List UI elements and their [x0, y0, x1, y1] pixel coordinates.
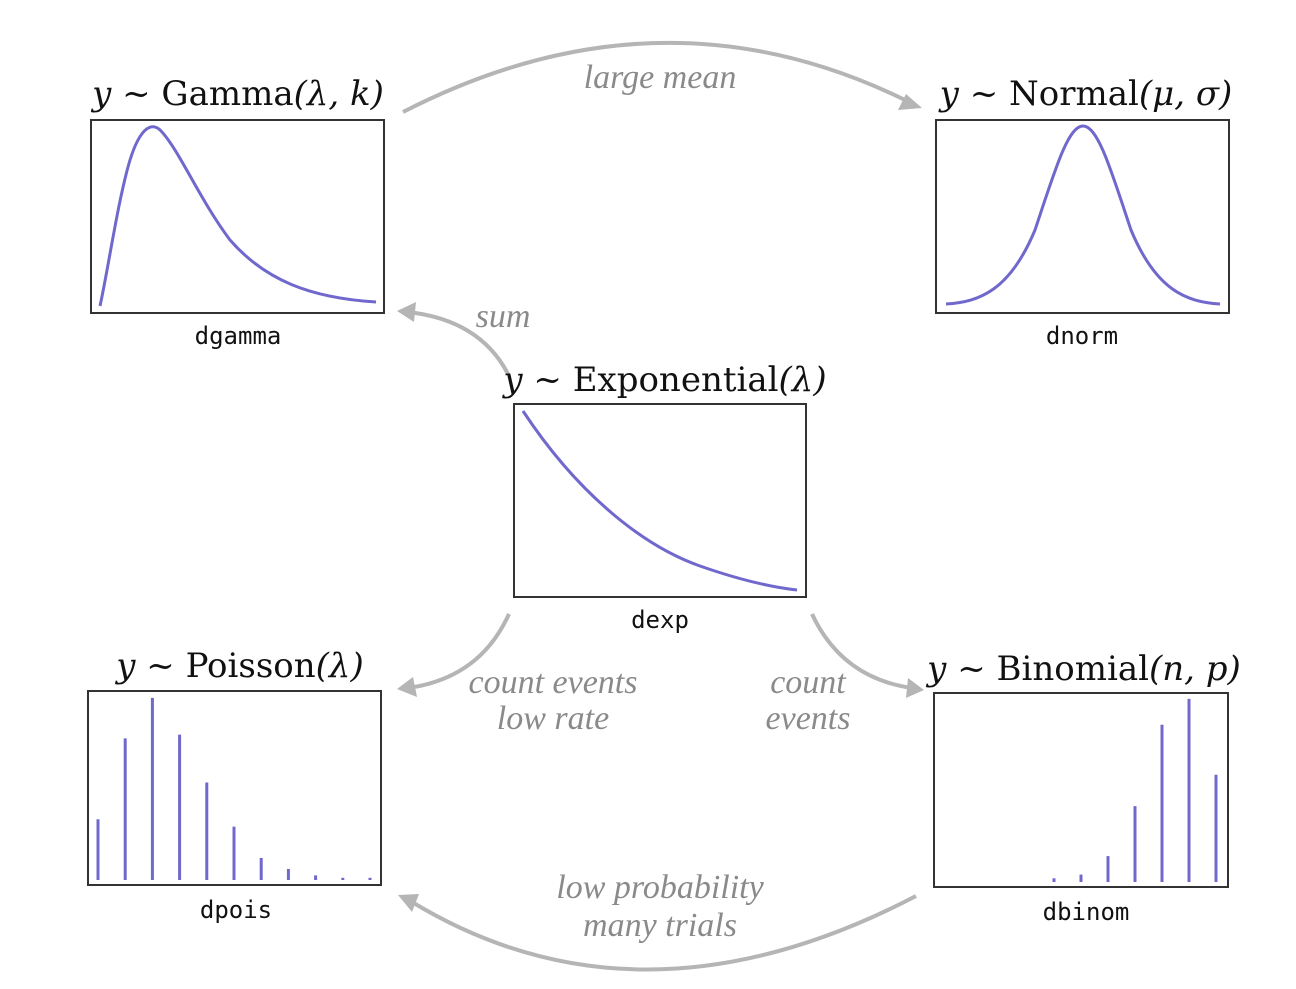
plot-frame: [90, 119, 385, 314]
node-gamma: y ~ Gamma(λ, k) dgamma: [90, 74, 385, 350]
title-tilde: ~: [135, 646, 185, 686]
title-variable: y: [90, 74, 112, 114]
node-title: y ~ Poisson(λ): [114, 646, 364, 686]
plot-frame: [935, 119, 1230, 314]
title-variable: y: [938, 74, 960, 114]
node-title: y ~ Exponential(λ): [501, 360, 826, 400]
node-exponential: y ~ Exponential(λ) dexp: [501, 360, 826, 634]
title-distribution: Binomial: [997, 649, 1150, 689]
edge-label-count-line1: count: [770, 664, 847, 701]
title-distribution: Exponential: [573, 360, 779, 400]
node-binomial: y ~ Binomial(n, p) dbinom: [925, 649, 1241, 926]
node-title: y ~ Binomial(n, p): [925, 649, 1241, 689]
title-parameters: (μ, σ): [1139, 74, 1232, 114]
title-variable: y: [925, 649, 947, 689]
arrow-exponential-to-gamma: [397, 302, 510, 375]
title-tilde: ~: [946, 649, 996, 689]
node-normal: y ~ Normal(μ, σ) dnorm: [935, 74, 1233, 350]
edge-label-low-probability-line1: low probability: [556, 869, 764, 906]
density-curve: [98, 125, 377, 307]
edge-label-count-events-line1: count events: [469, 664, 638, 701]
arrow-exponential-to-poisson: [397, 613, 511, 697]
plot-frame: [513, 403, 807, 598]
title-tilde: ~: [523, 360, 573, 400]
title-parameters: (n, p): [1149, 649, 1241, 689]
function-name: dexp: [631, 606, 689, 634]
probability-bars: [1052, 698, 1218, 882]
title-distribution: Normal: [1009, 74, 1139, 114]
node-poisson: y ~ Poisson(λ) dpois: [87, 646, 382, 924]
title-variable: y: [114, 646, 136, 686]
edge-label-count-events-line2: low rate: [497, 700, 609, 737]
title-distribution: Gamma: [161, 74, 293, 114]
function-name: dbinom: [1043, 898, 1130, 926]
title-distribution: Poisson: [186, 646, 316, 686]
function-name: dgamma: [195, 322, 282, 350]
function-name: dnorm: [1046, 322, 1118, 350]
arrow-exponential-to-binomial: [810, 613, 924, 698]
title-tilde: ~: [111, 74, 161, 114]
edge-label-count-line2: events: [766, 700, 851, 737]
probability-bars: [96, 697, 372, 880]
edge-label-sum: sum: [476, 298, 531, 335]
title-variable: y: [501, 360, 523, 400]
title-parameters: (λ): [316, 646, 364, 686]
arrow-binomial-to-poisson: [398, 894, 917, 972]
density-curve: [521, 410, 798, 592]
title-tilde: ~: [959, 74, 1009, 114]
plot-frame: [933, 692, 1229, 888]
function-name: dpois: [200, 896, 272, 924]
node-title: y ~ Normal(μ, σ): [938, 74, 1233, 114]
title-parameters: (λ, k): [294, 74, 384, 114]
density-curve: [945, 124, 1221, 306]
title-parameters: (λ): [779, 360, 827, 400]
node-title: y ~ Gamma(λ, k): [90, 74, 384, 114]
arrow-gamma-to-normal: [402, 40, 922, 114]
edge-label-low-probability-line2: many trials: [583, 907, 737, 944]
edge-label-large-mean: large mean: [584, 59, 737, 96]
